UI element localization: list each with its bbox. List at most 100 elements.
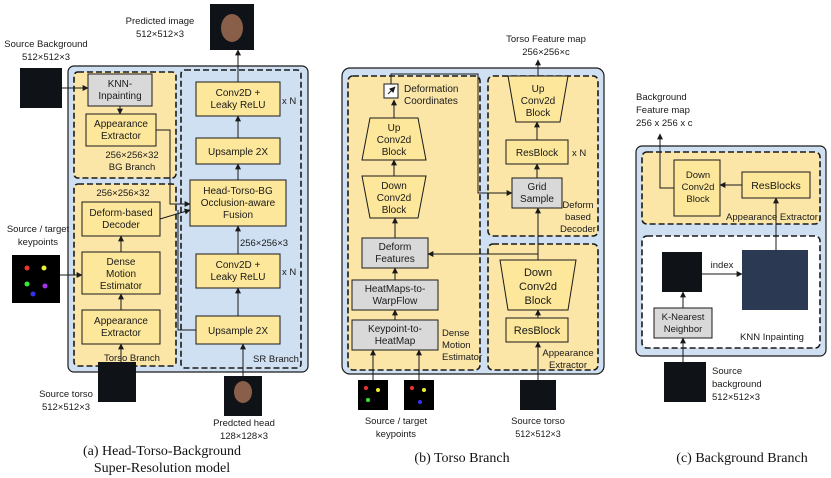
source-keypoints-image <box>358 380 388 410</box>
caption-b: (b) Torso Branch <box>414 451 509 466</box>
down-conv-c-block <box>673 159 721 217</box>
source-background-image <box>20 68 62 108</box>
keypoint-heatmap-label-2: HeatMap <box>375 336 416 347</box>
panel-b: Torso Feature map 256×256×c Deformation … <box>341 34 605 466</box>
grid-sample-block <box>511 177 563 209</box>
torso-feature-map-label: Torso Feature map <box>506 34 586 45</box>
down-conv-right-label-2: Conv2d <box>519 281 557 293</box>
keypoints-b-label-1: Source / target <box>365 416 428 427</box>
dense-motion-block <box>81 251 161 295</box>
arrow-bg-to-fusion <box>156 129 191 207</box>
up-conv-right-block <box>507 75 569 123</box>
source-background-dim: 512×512×3 <box>22 52 70 63</box>
knn-source-image <box>662 252 702 292</box>
up-conv-right-label-1: Up <box>532 84 545 95</box>
torso-branch-label: Torso Branch <box>104 353 160 364</box>
heatmaps-warpflow-label-2: WarpFlow <box>373 296 418 307</box>
panel-c: Background Feature map 256 x 256 x c Dow… <box>635 92 827 466</box>
dense-motion-label-1: Dense <box>442 328 469 339</box>
appearance-extractor-torso-block <box>81 309 161 345</box>
conv-bottom-block <box>195 253 281 289</box>
source-torso-b-dim: 512×512×3 <box>515 429 561 439</box>
deform-decoder-label-3: Decoder <box>560 224 596 235</box>
knn-label-1: K-Nearest <box>662 312 705 323</box>
source-torso-b-label: Source torso <box>511 416 565 427</box>
appearance-extractor-label-1: Appearance <box>542 348 593 359</box>
down-conv-c-label-2: Conv2d <box>682 182 715 193</box>
resblock-top-label: ResBlock <box>516 148 559 159</box>
arrow-deform-to-grid <box>390 73 513 196</box>
arrow-to-bg-feature-map <box>657 133 674 189</box>
arrow-skip-line <box>177 210 196 331</box>
knn-inpainting-label-2: Inpainting <box>98 91 141 102</box>
resblock-top-block <box>505 139 569 165</box>
source-bg-c-label-1: Source <box>712 366 742 377</box>
appearance-extractor-bg-label-1: Appearance <box>94 119 148 130</box>
times-n-top: x N <box>282 96 296 107</box>
appearance-extractor-label-2: Extractor <box>549 360 587 371</box>
grid-sample-label-2: Sample <box>520 194 554 205</box>
down-conv-right-block <box>499 259 577 311</box>
upsample-bottom-block <box>195 315 281 345</box>
bg-branch-label: BG Branch <box>109 162 155 173</box>
keypoints-label-2: keypoints <box>18 237 58 248</box>
panel-a: KNN- Inpainting Appearance Extractor 256… <box>4 4 309 476</box>
predicted-head-label: Predcted head <box>213 418 275 429</box>
conv-top-label-1: Conv2D + <box>216 88 261 99</box>
deformation-coordinates-label-2: Coordinates <box>404 96 458 107</box>
source-torso-label: Source torso <box>39 389 93 400</box>
up-conv-left-label-1: Up <box>388 123 401 134</box>
keypoints-label-1: Source / target <box>7 224 70 235</box>
predicted-face <box>221 14 243 42</box>
index-label: index <box>711 260 734 271</box>
upsample-top-label: Upsample 2X <box>208 147 268 158</box>
resblock-bottom-label: ResBlock <box>514 325 561 337</box>
fusion-dim-label: 256×256×3 <box>240 238 288 249</box>
times-n-label: x N <box>572 148 586 159</box>
deform-decoder-label-1: Deform-based <box>89 208 152 219</box>
knn-label-2: Neighbor <box>664 324 703 335</box>
up-conv-left-block <box>361 117 427 161</box>
conv-bottom-label-1: Conv2D + <box>216 260 261 271</box>
deform-features-label-1: Deform <box>379 242 412 253</box>
dense-motion-label-3: Estimator <box>100 281 143 292</box>
knn-inpainting-c-label: KNN Inpainting <box>740 332 804 343</box>
down-conv-right-label-1: Down <box>524 267 552 279</box>
keypoints-b-label-2: keypoints <box>376 429 416 440</box>
down-conv-c-label-3: Block <box>686 194 709 205</box>
grid-sample-label-1: Grid <box>528 182 547 193</box>
torso-dim-label: 256×256×32 <box>96 188 149 199</box>
torso-feature-map-dim: 256×256×c <box>522 47 570 58</box>
appearance-extractor-bg-label-2: Extractor <box>101 131 142 142</box>
conv-top-label-2: Leaky ReLU <box>210 100 265 111</box>
dense-motion-label-2: Motion <box>106 269 136 280</box>
knn-output-image <box>742 250 808 310</box>
dense-motion-label-1: Dense <box>107 257 136 268</box>
source-background-image-c <box>664 362 706 402</box>
up-conv-right-label-3: Block <box>526 108 551 119</box>
down-conv-left-block <box>361 175 427 219</box>
down-conv-c-label-1: Down <box>686 170 710 181</box>
source-bg-c-label-2: background <box>712 379 762 390</box>
appearance-extractor-c-label: Appearance Extractor <box>726 212 818 223</box>
resblocks-c-label: ResBlocks <box>751 180 801 192</box>
bg-feature-map-label-2: Feature map <box>636 105 690 116</box>
deform-decoder-label-1: Deform <box>562 200 593 211</box>
times-n-bottom: x N <box>282 267 296 278</box>
heatmaps-warpflow-label-1: HeatMaps-to- <box>365 284 426 295</box>
knn-inpainting-label-1: KNN- <box>108 79 132 90</box>
keypoint-heatmap-block <box>351 319 439 351</box>
source-bg-c-label-3: 512×512×3 <box>712 392 760 403</box>
fusion-label-1: Head-Torso-BG <box>203 186 273 197</box>
sr-branch-label: SR Branch <box>253 354 299 365</box>
source-torso-image <box>98 362 136 402</box>
keypoints-image <box>12 255 60 303</box>
arrow-torso-to-fusion <box>159 208 191 220</box>
source-torso-image-b <box>520 380 556 410</box>
deform-decoder-label-2: based <box>565 212 591 223</box>
predicted-head-dim: 128×128×3 <box>220 431 268 442</box>
appearance-extractor-torso-label-2: Extractor <box>101 328 142 339</box>
source-background-label: Source Background <box>4 39 87 50</box>
appearance-extractor-torso-label-1: Appearance <box>94 316 148 327</box>
